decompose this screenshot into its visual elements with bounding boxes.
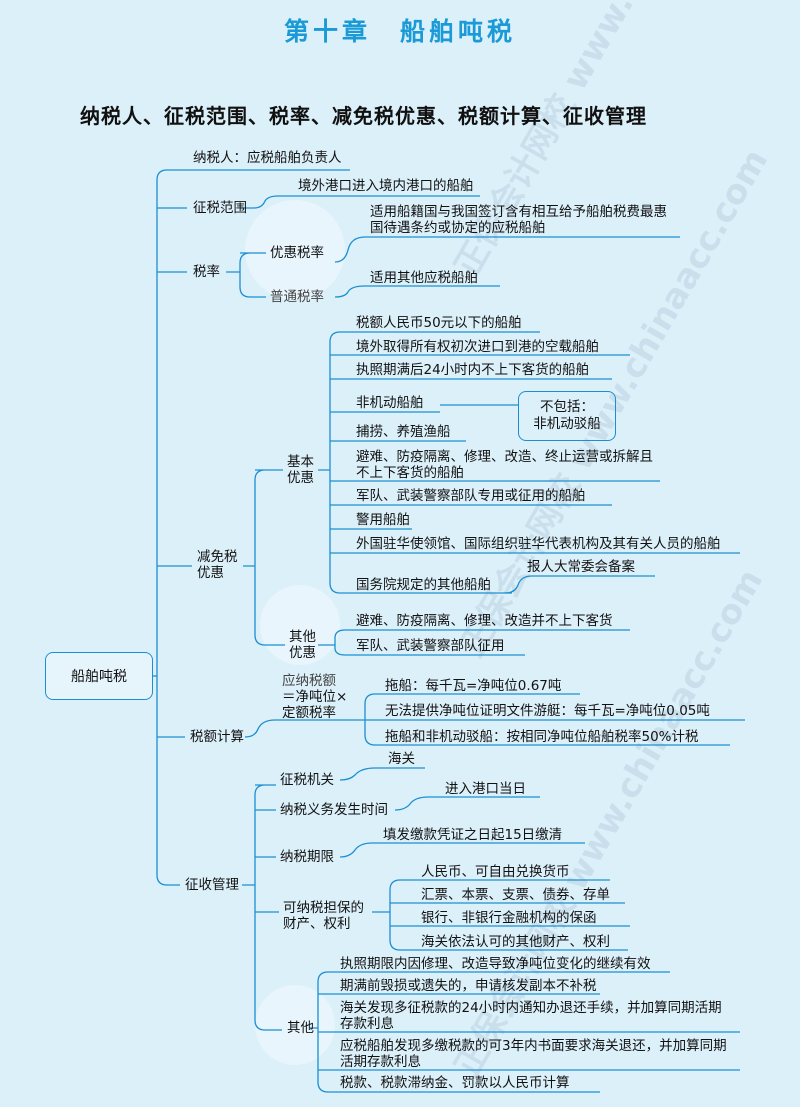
connector-guarantee [372,879,630,951]
admin-other-item: 执照期限内因修理、改造导致净吨位变化的继续有效 [340,956,651,972]
basic-item: 外国驻华使领馆、国际组织驻华代表机构及其有关人员的船舶 [356,536,721,552]
basic-item: 捕捞、养殖渔船 [356,424,451,440]
node-scope: 征税范围 [193,200,247,216]
connector-exemption [243,469,285,646]
formula-line: 应纳税额 [282,673,336,689]
connector-authority [339,767,425,781]
node-period: 纳税期限 [280,849,334,865]
filing-note: 报人大常委会备案 [527,559,635,575]
connector-rate [226,252,266,298]
node-obligation-time: 纳税义务发生时间 [280,802,388,818]
formula-line: 定额税率 [282,705,336,721]
connector-basic [318,331,740,594]
node-admin: 征收管理 [185,877,239,893]
guarantee-item: 汇票、本票、支票、债券、存单 [421,887,610,903]
calc-item: 无法提供净吨位证明文件游艇：每千瓦=净吨位0.05吨 [385,703,710,719]
guarantee-item: 银行、非银行金融机构的保函 [421,910,597,926]
calc-item: 拖船：每千瓦=净吨位0.67吨 [385,678,562,694]
preferential-rate-desc: 适用船籍国与我国签订含有相互给予船舶税费最惠国待遇条约或协定的应税船舶 [370,204,667,236]
callout-line: 非机动驳船 [533,416,601,432]
connector-period [339,842,585,858]
connector-calc-items [364,693,745,746]
node-guarantee: 可纳税担保的财产、权利 [283,900,364,932]
connector-other-exemption [318,629,630,656]
connector-note [504,575,655,594]
obligation-time-value: 进入港口当日 [445,781,526,797]
other-exemption-item: 避难、防疫隔离、修理、改造并不上下客货 [356,613,613,629]
exclusion-callout: 不包括： 非机动驳船 [518,391,616,441]
scope-item: 境外港口进入境内港口的船舶 [298,178,474,194]
admin-other-item: 应税船舶发现多缴税款的可3年内书面要求海关退还，并加算同期活期存款利息 [340,1038,727,1070]
basic-item: 国务院规定的其他船舶 [356,577,491,593]
basic-item: 境外取得所有权初次进口到港的空载船舶 [356,339,599,355]
basic-item: 非机动船舶 [356,395,424,411]
chapter-title: 第十章 船舶吨税 [283,17,516,46]
page-subtitle: 纳税人、征税范围、税率、减免税优惠、税额计算、征收管理 [80,104,647,128]
connector-scope [240,195,480,209]
node-normal-rate: 普通税率 [270,289,324,305]
admin-other-item: 海关发现多征税款的24小时内通知办退还手续，并加算同期活期存款利息 [340,1000,722,1032]
basic-item: 避难、防疫隔离、修理、改造、终止运营或拆解且不上下客货的船舶 [356,449,653,481]
period-value: 填发缴款凭证之日起15日缴清 [383,827,563,843]
calc-item: 拖船和非机动驳船：按相同净吨位船舶税率50%计税 [385,729,699,745]
connector-time [394,796,540,811]
guarantee-item: 人民币、可自由兑换货币 [421,864,570,880]
root-label: 船舶吨税 [71,669,127,685]
connector-pref [334,236,680,263]
basic-item: 税额人民币50元以下的船舶 [356,315,522,331]
connector-trunk [156,169,350,886]
admin-other-item: 期满前毁损或遗失的，申请核发副本不补税 [340,978,597,994]
node-admin-other: 其他 [287,1020,314,1036]
node-taxpayer: 纳税人：应税船舶负责人 [193,150,342,166]
node-basic-exemption: 基本优惠 [287,454,314,486]
other-exemption-item: 军队、武装警察部队征用 [356,638,505,654]
formula-line: ＝净吨位× [282,689,348,705]
root-node: 船舶吨税 [45,652,153,700]
node-authority: 征税机关 [280,772,334,788]
basic-item: 执照期满后24小时内不上下客货的船舶 [356,362,590,378]
authority-value: 海关 [388,751,415,767]
node-exemption: 减免税优惠 [197,549,238,581]
connector-calc [244,719,365,738]
connector-admin [242,784,282,1031]
watermark-logo [255,985,335,1065]
connector-normal [334,285,500,298]
node-calc: 税额计算 [190,729,244,745]
node-preferential-rate: 优惠税率 [270,245,324,261]
basic-item: 军队、武装警察部队专用或征用的船舶 [356,488,586,504]
normal-rate-desc: 适用其他应税船舶 [370,270,478,286]
watermark-logo [245,200,345,300]
callout-line: 不包括： [540,399,594,415]
admin-other-item: 税款、税款滞纳金、罚款以人民币计算 [340,1075,570,1091]
guarantee-item: 海关依法认可的其他财产、权利 [421,934,610,950]
watermark-logo [260,585,340,665]
node-rate: 税率 [193,264,220,280]
node-other-exemption: 其他优惠 [289,629,316,661]
connector-admin-other [310,971,740,1093]
basic-item: 警用船舶 [356,512,410,528]
